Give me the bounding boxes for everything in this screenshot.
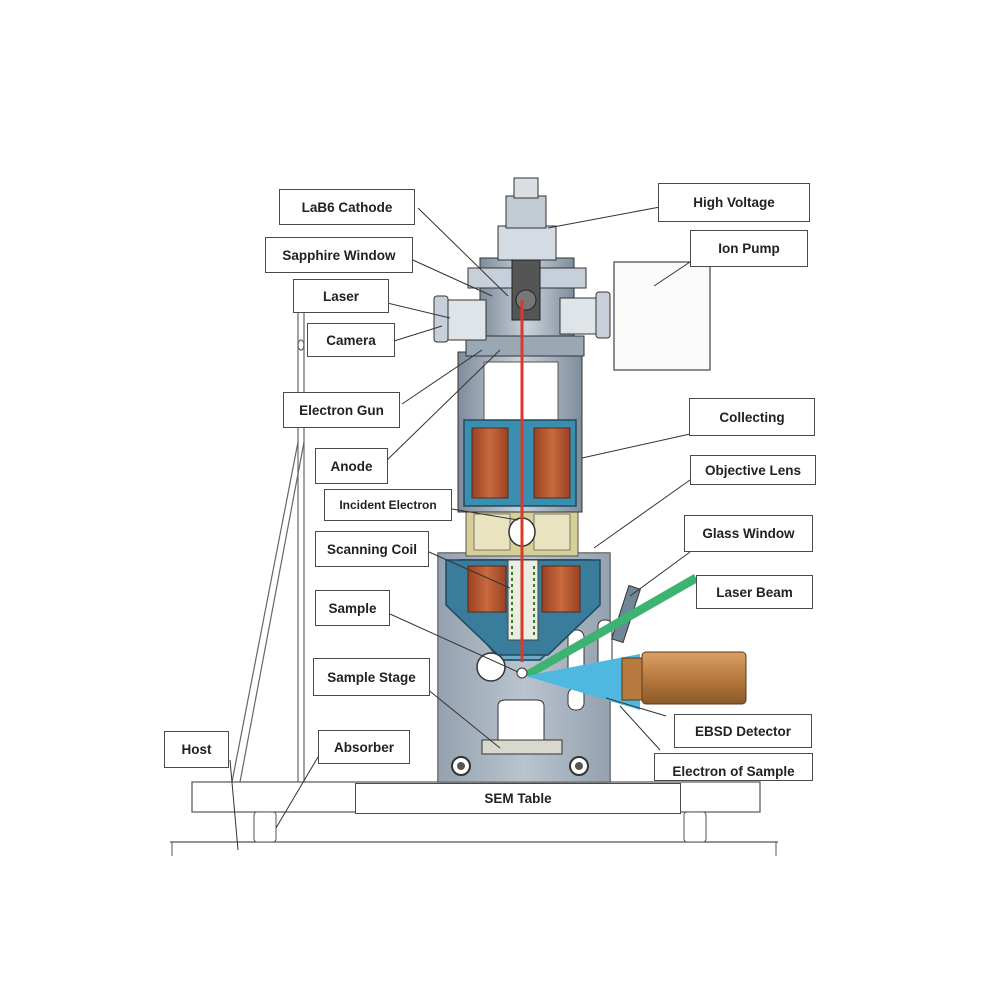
label-sample: Sample <box>315 590 390 626</box>
sample-point <box>516 667 528 679</box>
label-glass-window: Glass Window <box>684 515 813 552</box>
label-ion-pump: Ion Pump <box>690 230 808 267</box>
ion-pump-box <box>613 261 711 371</box>
label-incident-electron: Incident Electron <box>324 489 452 521</box>
label-collecting: Collecting <box>689 398 815 436</box>
label-high-voltage: High Voltage <box>658 183 810 222</box>
label-sapphire-window: Sapphire Window <box>265 237 413 273</box>
laser-beam-ray <box>524 574 698 678</box>
absorber-foot-right <box>683 811 707 843</box>
electron-gun-assembly <box>433 177 611 357</box>
label-absorber: Absorber <box>318 730 410 764</box>
absorber-foot-left <box>253 811 277 843</box>
collecting-coil-section <box>457 351 583 513</box>
label-anode: Anode <box>315 448 388 484</box>
ebsd-detector-body <box>621 651 747 705</box>
label-objective-lens: Objective Lens <box>690 455 816 485</box>
floor <box>170 841 778 856</box>
label-sample-stage: Sample Stage <box>313 658 430 696</box>
label-ebsd-detector: EBSD Detector <box>674 714 812 748</box>
label-electron-gun: Electron Gun <box>283 392 400 428</box>
label-host: Host <box>164 731 229 768</box>
host-stand <box>231 310 305 783</box>
electron-of-sample-cone <box>526 654 640 710</box>
label-camera: Camera <box>307 323 395 357</box>
label-scanning-coil: Scanning Coil <box>315 531 429 567</box>
label-laser-beam: Laser Beam <box>696 575 813 609</box>
label-lab6-cathode: LaB6 Cathode <box>279 189 415 225</box>
label-sem-table: SEM Table <box>355 783 681 814</box>
leader-lines <box>229 206 691 851</box>
label-electron-of-sample: Electron of Sample <box>654 753 813 781</box>
label-laser: Laser <box>293 279 389 313</box>
